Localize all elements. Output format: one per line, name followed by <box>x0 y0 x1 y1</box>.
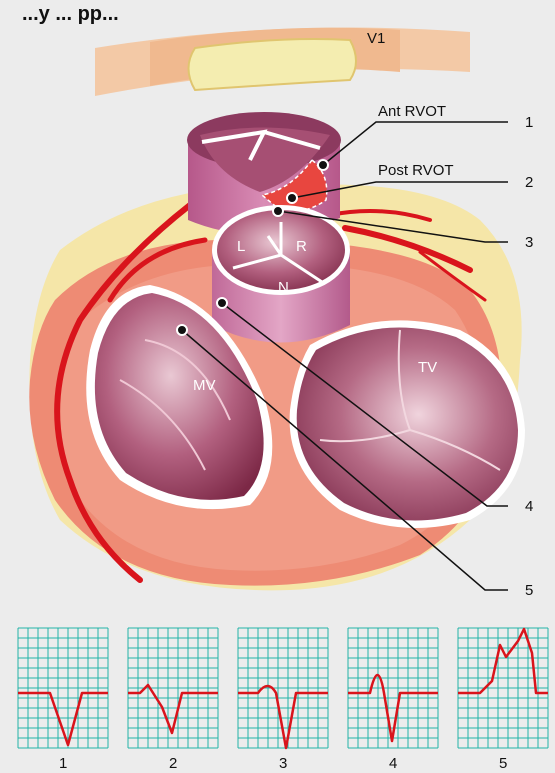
callout-3: 3 <box>525 234 533 251</box>
v1-label: V1 <box>367 30 385 47</box>
ecg-trace-3 <box>238 686 328 748</box>
post-rvot-label: Post RVOT <box>378 162 454 179</box>
callout-4: 4 <box>525 498 533 515</box>
ecg-strip-2: 2 <box>128 628 218 772</box>
cusp-n-label: N <box>278 279 289 296</box>
ecg-trace-5 <box>458 629 548 693</box>
callout-1: 1 <box>525 114 533 131</box>
mv-label: MV <box>193 377 216 394</box>
ecg-strips: 1 2 3 4 5 <box>18 628 548 772</box>
ecg-label-1: 1 <box>59 755 67 772</box>
cusp-l-label: L <box>237 238 245 255</box>
tv-label: TV <box>418 359 437 376</box>
aortic-valve <box>212 205 350 343</box>
ecg-trace-2 <box>128 685 218 733</box>
ecg-trace-1 <box>18 693 108 745</box>
figure-title: ...y ... pp... <box>22 3 119 25</box>
v1-structure <box>95 28 470 96</box>
tricuspid-valve <box>290 320 525 528</box>
ecg-strip-1: 1 <box>18 628 108 772</box>
ecg-strip-5: 5 <box>458 628 548 772</box>
cusp-r-label: R <box>296 238 307 255</box>
ecg-strip-3: 3 <box>238 628 328 772</box>
ecg-label-4: 4 <box>389 755 397 772</box>
ecg-strip-4: 4 <box>348 628 438 772</box>
ecg-label-5: 5 <box>499 755 507 772</box>
callout-5: 5 <box>525 582 533 599</box>
ecg-label-3: 3 <box>279 755 287 772</box>
callout-2: 2 <box>525 174 533 191</box>
ecg-label-2: 2 <box>169 755 177 772</box>
ant-rvot-label: Ant RVOT <box>378 103 446 120</box>
